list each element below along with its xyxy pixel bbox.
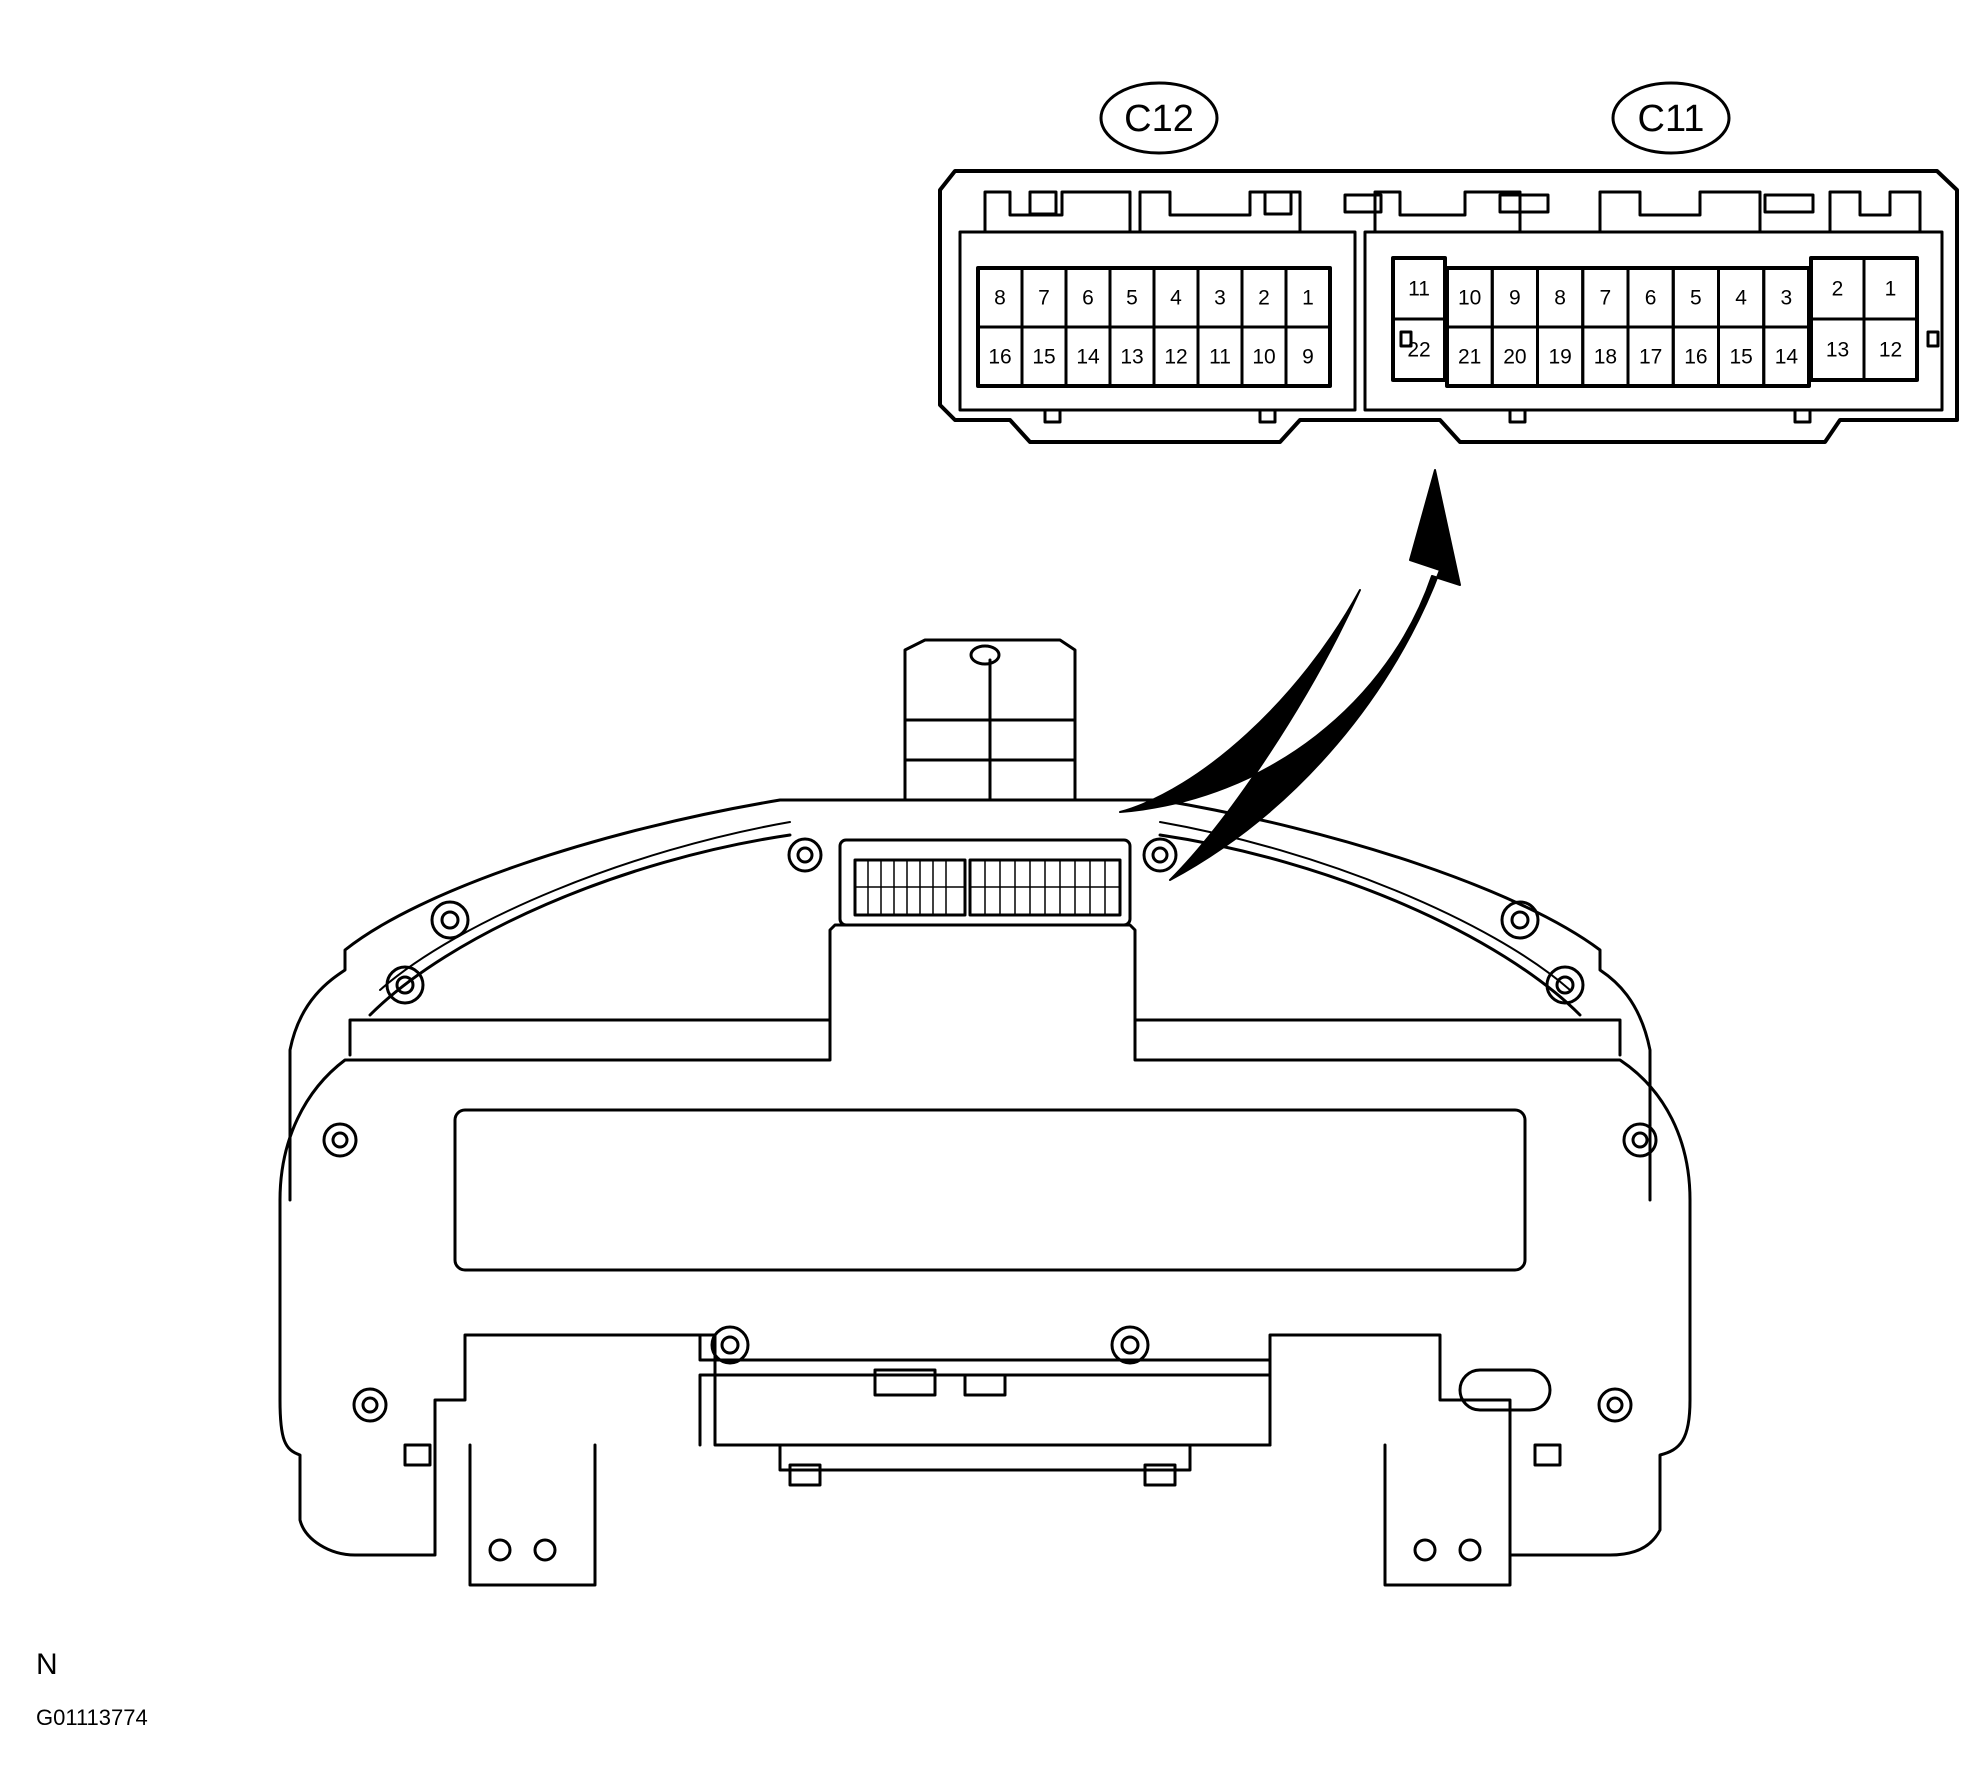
pin-number: 16 [988, 346, 1011, 369]
pin-number: 1 [1885, 278, 1897, 301]
meter-inner-arc [368, 833, 1582, 1017]
meter-display-window [453, 1108, 1527, 1272]
c11-label: C11 [1638, 98, 1705, 140]
c12-pin-cells: 8 7 6 5 4 3 2 1 16 15 14 13 12 11 10 9 [976, 266, 1332, 388]
figure-code: G01113774 [36, 1705, 148, 1730]
c12-frame [958, 230, 1357, 412]
housing-slot [1028, 190, 1058, 216]
pin-number: 8 [1554, 287, 1566, 310]
meter-body [278, 923, 1692, 1557]
c12-label: C12 [1124, 98, 1194, 140]
housing-slot [1263, 190, 1293, 216]
meter-foot-hole [1458, 1538, 1482, 1562]
housing-side-nub [1926, 330, 1940, 348]
view-letter: N [36, 1648, 58, 1681]
meter-connector-pins [854, 859, 1121, 916]
pin-number: 10 [1252, 346, 1275, 369]
meter-top-bracket [903, 638, 1077, 802]
pin-number: 13 [1826, 339, 1849, 362]
pin-number: 13 [1120, 346, 1143, 369]
meter-foot-hole [1413, 1538, 1437, 1562]
housing-bottom-tabs [1043, 408, 1812, 424]
pin-number: 11 [1209, 346, 1231, 369]
pin-number: 21 [1458, 346, 1481, 369]
meter-rim-detail [379, 821, 1571, 991]
pin-number: 11 [1408, 278, 1430, 301]
pin-cavity [1391, 317, 1447, 382]
pin-number: 15 [1729, 346, 1752, 369]
meter-foot-hole [533, 1538, 557, 1562]
meter-side-clip [1533, 1443, 1562, 1467]
meter-upper-panel-left [348, 1018, 832, 1057]
pin-number: 19 [1548, 346, 1571, 369]
pin-number: 15 [1032, 346, 1055, 369]
pin-number: 4 [1170, 287, 1182, 310]
pin-number: 1 [1302, 287, 1314, 310]
connector-housing [938, 169, 1959, 444]
pin-number: 6 [1645, 287, 1657, 310]
pin-number: 3 [1214, 287, 1226, 310]
pin-cavity [1284, 325, 1332, 388]
pin-number: 12 [1879, 339, 1902, 362]
pin-cavity [1862, 317, 1919, 382]
pin-number: 17 [1639, 346, 1662, 369]
meter-oval-slot [1458, 1368, 1552, 1412]
meter-connector [838, 838, 1132, 927]
meter-foot-right [1383, 1443, 1512, 1587]
pin-number: 22 [1407, 339, 1430, 362]
meter-bottom-clip [1143, 1463, 1177, 1487]
pin-number: 3 [1781, 287, 1793, 310]
meter-bottom-connector [963, 1373, 1007, 1397]
pin-number: 5 [1690, 287, 1702, 310]
meter-bottom-clip [788, 1463, 822, 1487]
meter-side-clip [403, 1443, 432, 1467]
pin-number: 16 [1684, 346, 1707, 369]
c12-label-ellipse [1099, 81, 1219, 155]
pin-number: 10 [1458, 287, 1481, 310]
c11-frame [1363, 230, 1944, 412]
pin-number: 14 [1775, 346, 1799, 369]
pin-number: 9 [1509, 287, 1521, 310]
meter-outer-frame [288, 798, 1652, 1202]
housing-slot [1343, 193, 1383, 214]
combination-meter [278, 638, 1692, 1587]
pin-number: 20 [1503, 346, 1526, 369]
pin-number: 4 [1735, 287, 1747, 310]
housing-side-nub [1399, 330, 1413, 348]
c11-label-ellipse [1611, 81, 1731, 155]
housing-slot [1498, 193, 1550, 214]
pin-number: 2 [1832, 278, 1844, 301]
pin-number: 7 [1600, 287, 1612, 310]
pin-number: 6 [1082, 287, 1094, 310]
meter-mounting-holes [322, 837, 1658, 1423]
pin-number: 2 [1258, 287, 1270, 310]
housing-slot [1763, 193, 1815, 214]
meter-top-bracket-grid [903, 658, 1077, 802]
pin-number: 7 [1038, 287, 1050, 310]
pointer-arrow [1119, 469, 1461, 881]
pin-number: 9 [1302, 346, 1314, 369]
pin-cavity [1762, 325, 1811, 388]
meter-foot-hole [488, 1538, 512, 1562]
meter-top-bracket-hole [969, 644, 1001, 666]
pin-number: 5 [1126, 287, 1138, 310]
meter-bottom-housing [698, 1333, 1272, 1472]
meter-foot-left [468, 1443, 597, 1587]
pin-number: 8 [994, 287, 1006, 310]
pin-number: 18 [1594, 346, 1617, 369]
meter-upper-panel-right [1133, 1018, 1622, 1057]
pin-number: 12 [1164, 346, 1187, 369]
pin-number: 14 [1076, 346, 1100, 369]
meter-bottom-connector [873, 1368, 937, 1397]
